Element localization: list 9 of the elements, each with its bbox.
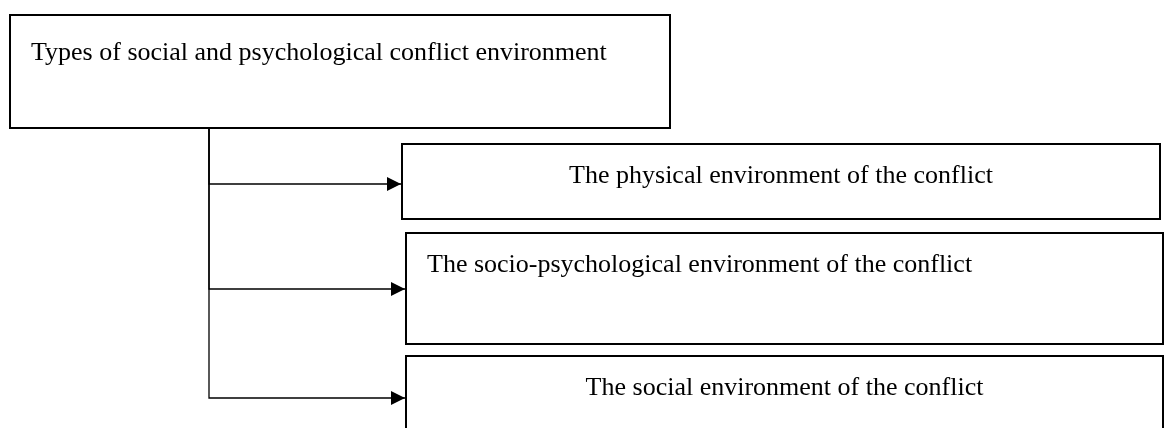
box-label: Types of social and psychological conflict environment: [31, 36, 608, 68]
process-box: [405, 355, 1164, 428]
box-label: The social environment of the conflict: [584, 371, 985, 403]
process-box: [405, 232, 1164, 345]
process-box: [9, 14, 671, 129]
process-box: [401, 143, 1161, 220]
connector-arrow: [208, 128, 406, 405]
box-label: The socio-psychological environment of the conflict: [427, 248, 974, 280]
box-label: The physical environment of the conflict: [568, 159, 994, 191]
